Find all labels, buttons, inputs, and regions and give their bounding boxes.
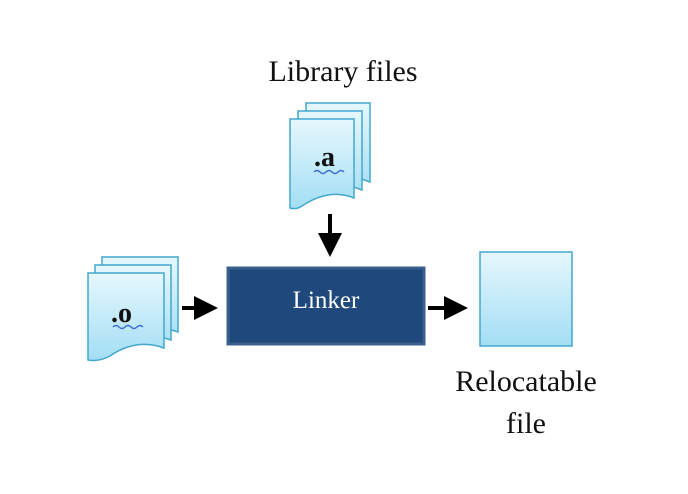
spellcheck-squiggle-o <box>112 324 144 330</box>
spellcheck-squiggle-a <box>313 169 345 175</box>
library-files-label: Library files <box>268 55 418 88</box>
object-files-icon <box>87 256 179 362</box>
relocatable-file-label-line1: Relocatable <box>455 365 597 398</box>
relocatable-file-icon <box>479 251 573 347</box>
linker-box <box>226 266 426 346</box>
relocatable-file-label-line2: file <box>506 407 546 440</box>
linker-label: Linker <box>292 287 360 314</box>
library-extension-label: .a <box>314 142 335 173</box>
object-extension-label: .o <box>111 298 132 329</box>
library-files-icon <box>289 102 371 210</box>
